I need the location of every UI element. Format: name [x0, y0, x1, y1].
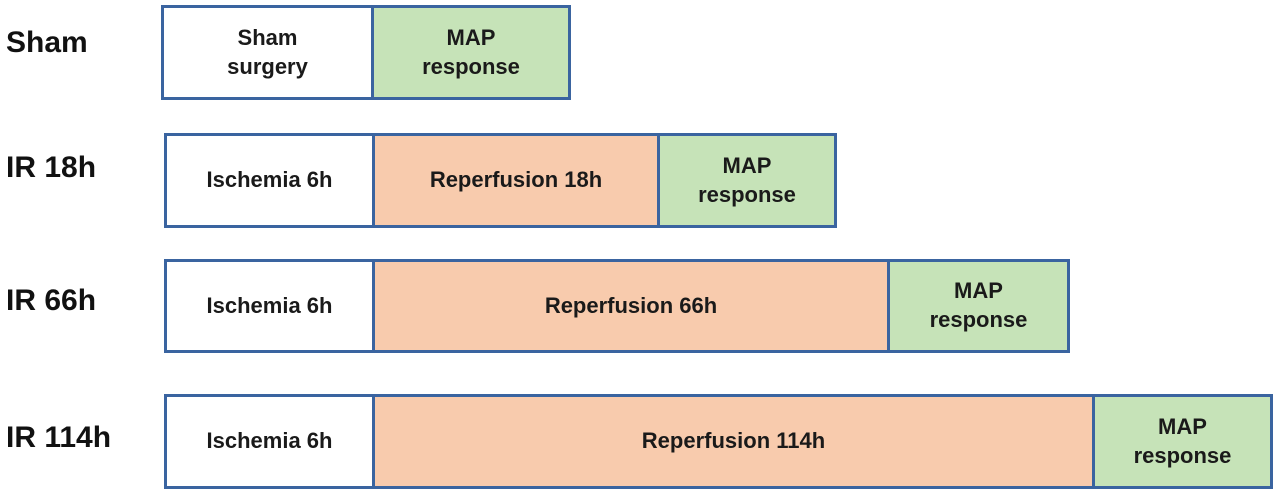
ischemia-segment: Ischemia 6h: [167, 136, 372, 225]
timeline-bar-ir-114h: Ischemia 6h Reperfusion 114h MAP respons…: [164, 394, 1273, 489]
timeline-bar-sham: Sham surgery MAP response: [161, 5, 571, 100]
map-response-segment: MAP response: [1092, 397, 1270, 486]
map-response-segment: MAP response: [371, 8, 568, 97]
ischemia-segment: Ischemia 6h: [167, 262, 372, 350]
row-label-ir-18h: IR 18h: [6, 151, 97, 184]
row-label-sham: Sham: [6, 26, 88, 59]
map-response-segment: MAP response: [887, 262, 1067, 350]
timeline-bar-ir-18h: Ischemia 6h Reperfusion 18h MAP response: [164, 133, 837, 228]
reperfusion-segment: Reperfusion 18h: [372, 136, 657, 225]
row-label-ir-114h: IR 114h: [6, 421, 112, 454]
sham-surgery-segment: Sham surgery: [164, 8, 371, 97]
reperfusion-segment: Reperfusion 114h: [372, 397, 1092, 486]
map-response-segment: MAP response: [657, 136, 834, 225]
timeline-bar-ir-66h: Ischemia 6h Reperfusion 66h MAP response: [164, 259, 1070, 353]
reperfusion-segment: Reperfusion 66h: [372, 262, 887, 350]
row-label-ir-66h: IR 66h: [6, 284, 97, 317]
ischemia-segment: Ischemia 6h: [167, 397, 372, 486]
